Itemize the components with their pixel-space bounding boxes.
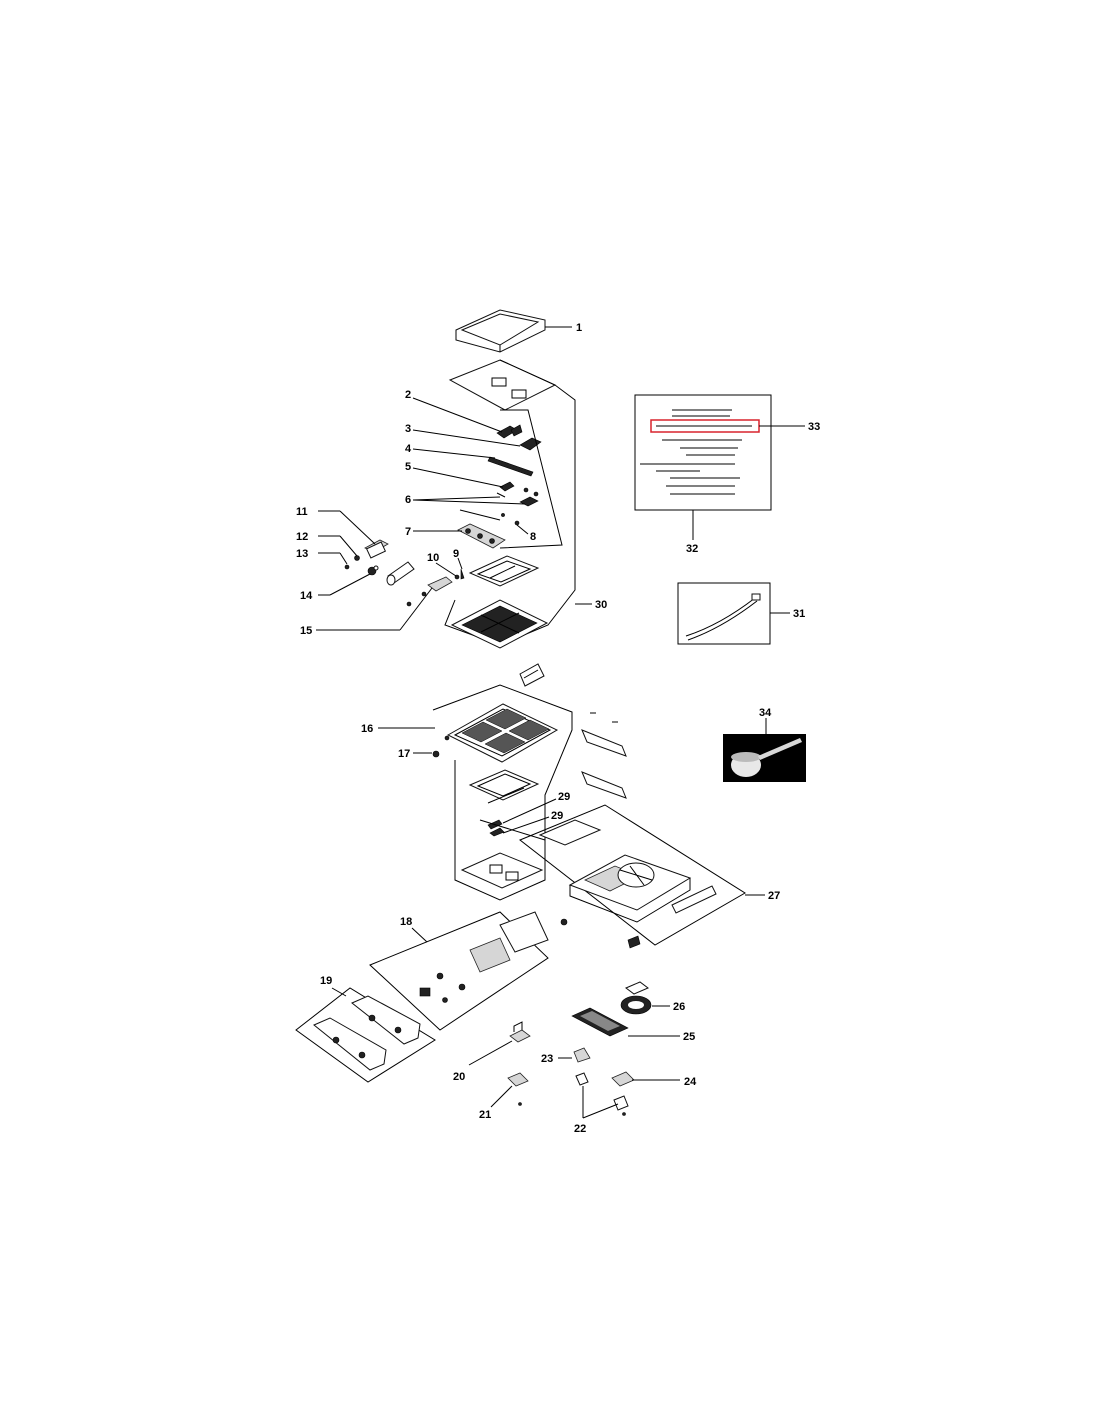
- part-15-handle-cap: [406, 576, 453, 607]
- label-17: 17: [398, 748, 410, 760]
- part-17-screw: [432, 750, 440, 758]
- label-19: 19: [320, 975, 332, 987]
- leader-21: [490, 1085, 513, 1108]
- leader-3: [412, 429, 521, 447]
- leader-19: [331, 987, 347, 997]
- upper-grill-plate: [450, 599, 549, 649]
- label-7: 7: [405, 526, 411, 538]
- label-11: 11: [296, 506, 308, 518]
- label-20: 20: [453, 1071, 465, 1083]
- leader-20: [468, 1040, 513, 1066]
- label-16: 16: [361, 723, 373, 735]
- part-12-washer: [354, 555, 360, 561]
- label-33: 33: [808, 421, 820, 433]
- label-26: 26: [673, 1001, 685, 1013]
- label-1: 1: [576, 322, 582, 334]
- part-21-foot: [507, 1072, 529, 1106]
- leader-29a: [502, 798, 557, 824]
- lower-gasket-plate: [460, 852, 544, 889]
- label-25: 25: [683, 1031, 695, 1043]
- label-27: 27: [768, 890, 780, 902]
- label-9: 9: [453, 548, 459, 560]
- part-13-screw: [344, 564, 350, 570]
- label-3: 3: [405, 423, 411, 435]
- label-29a: 29: [558, 791, 570, 803]
- label-10: 10: [427, 552, 439, 564]
- part-18-control-board: [419, 911, 568, 1003]
- part-25-drip-tray: [571, 1007, 629, 1037]
- group-outline-27: [519, 804, 746, 946]
- label-5: 5: [405, 461, 411, 473]
- part-31-power-cord-box: [677, 582, 771, 645]
- leader-2: [412, 397, 503, 433]
- label-8: 8: [530, 531, 536, 543]
- label-29b: 29: [551, 810, 563, 822]
- part-24-foot: [611, 1071, 635, 1087]
- part-5-clip: [499, 481, 539, 497]
- label-22: 22: [574, 1123, 586, 1135]
- leader-22b: [582, 1103, 619, 1119]
- label-12: 12: [296, 531, 308, 543]
- leader-15b: [399, 587, 433, 631]
- leader-4: [412, 448, 496, 459]
- leader-14b: [329, 573, 371, 596]
- leader-29b: [502, 816, 550, 834]
- label-15: 15: [300, 625, 312, 637]
- label-18: 18: [400, 916, 412, 928]
- part-1-top-cover: [455, 309, 546, 353]
- group-outline-30: [444, 359, 576, 646]
- leader-12b: [339, 535, 358, 557]
- group-outline-upper: [499, 409, 563, 549]
- group-outline-16: [432, 684, 573, 901]
- label-6: 6: [405, 494, 411, 506]
- label-32: 32: [686, 543, 698, 555]
- side-panels: [581, 712, 627, 799]
- part-14-knob: [367, 565, 379, 576]
- leader-11b: [339, 510, 376, 545]
- part-32-wire-set-box: [634, 394, 772, 511]
- lower-heating-element: [468, 769, 540, 804]
- label-24: 24: [684, 1076, 697, 1088]
- part-11-handle-bracket: [364, 539, 389, 559]
- label-4: 4: [405, 443, 412, 455]
- label-13: 13: [296, 548, 308, 560]
- label-23: 23: [541, 1053, 553, 1065]
- part-19-control-fascia: [313, 995, 421, 1071]
- label-34: 34: [759, 707, 772, 719]
- leader-18: [411, 927, 428, 943]
- part-22-foot-pair: [575, 1072, 629, 1116]
- leader-9: [457, 557, 463, 570]
- part-9-10-screws: [454, 568, 465, 580]
- leader-8: [516, 524, 529, 535]
- label-14: 14: [300, 590, 313, 602]
- handle-tube: [386, 561, 415, 586]
- part-20-bracket: [509, 1021, 531, 1043]
- part-26-foot-ring: [620, 935, 652, 1015]
- label-2: 2: [405, 389, 411, 401]
- leader-6a: [412, 496, 501, 501]
- top-gasket-plate: [448, 359, 557, 411]
- part-16-lower-grill-plate: [444, 703, 559, 763]
- part-7-hinge-bar: [457, 523, 506, 549]
- label-21: 21: [479, 1109, 491, 1121]
- front-handle: [519, 663, 545, 687]
- leader-5: [412, 467, 504, 488]
- part-34-measuring-cup: [723, 734, 806, 782]
- part-4-rod: [487, 456, 534, 477]
- group-outline-18: [369, 911, 549, 1031]
- part-27-base-housing: [538, 819, 717, 923]
- part-8-screws: [459, 509, 520, 526]
- leader-13b: [339, 552, 348, 565]
- label-30: 30: [595, 599, 607, 611]
- leader-6b: [412, 499, 526, 505]
- leader-10: [435, 562, 457, 577]
- part-23-foot: [573, 1047, 591, 1063]
- upper-heating-element: [468, 555, 540, 587]
- label-31: 31: [793, 608, 805, 620]
- group-outline-19: [295, 987, 436, 1083]
- part-2-hinge-bracket: [496, 424, 523, 439]
